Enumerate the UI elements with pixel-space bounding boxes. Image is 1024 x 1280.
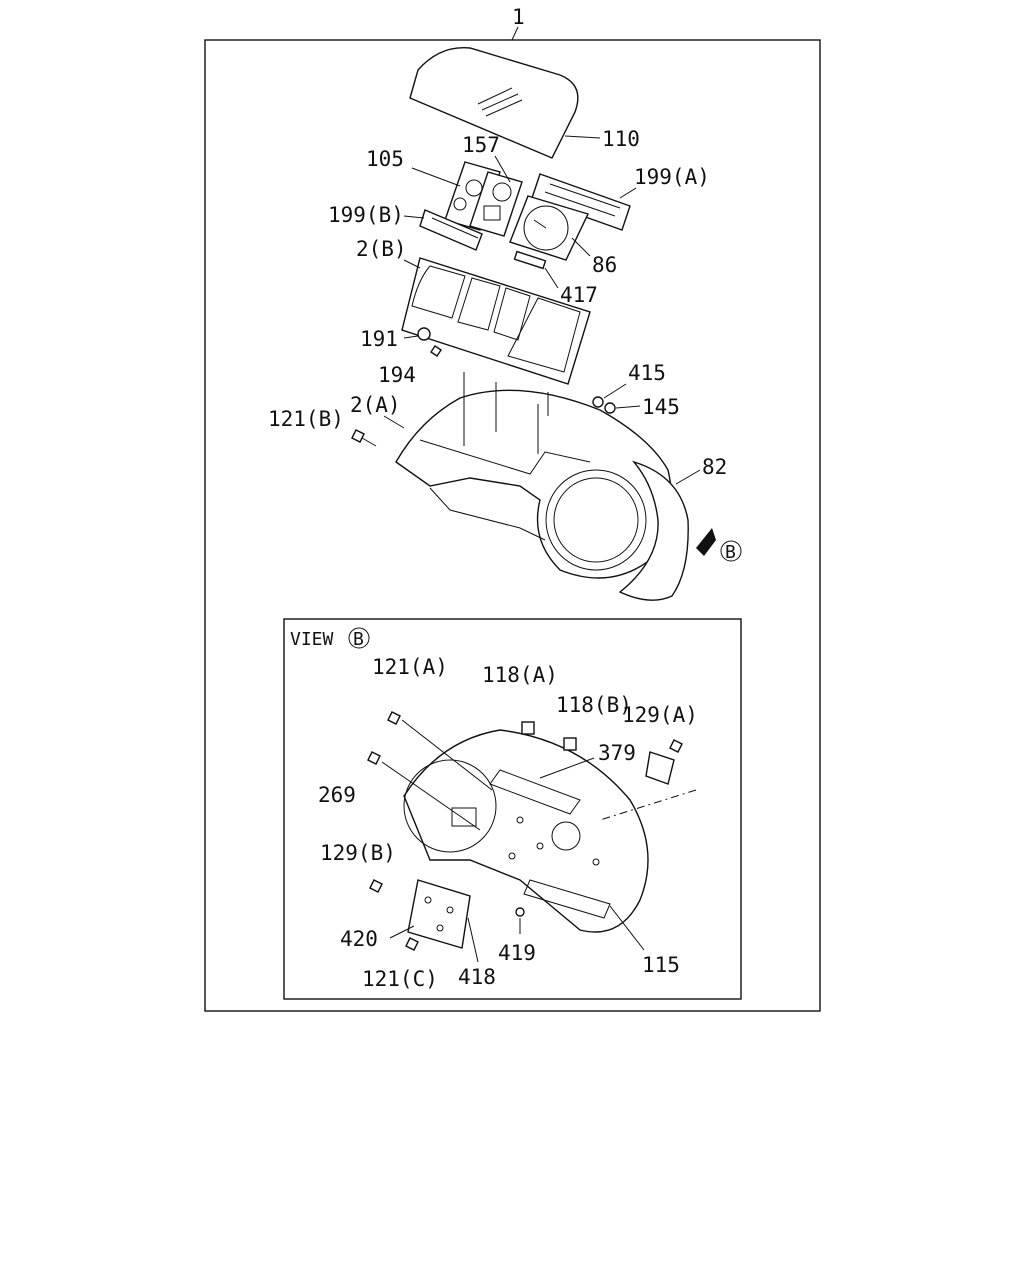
leader-2b [403, 259, 421, 269]
callout-379: 379 [598, 741, 636, 765]
callout-199a: 199(A) [634, 165, 710, 189]
screw-121b-part [351, 429, 365, 443]
view-b-title-letter: B [353, 629, 364, 650]
callout-121c: 121(C) [362, 967, 438, 991]
screw-121a-part [387, 711, 401, 725]
socket-415-part [592, 396, 604, 408]
leader-82 [675, 469, 701, 485]
screw-129a-part [669, 739, 683, 753]
screw-129b-part [369, 879, 383, 893]
callout-118b: 118(B) [556, 693, 632, 717]
indicator-strip-199b-part [419, 209, 483, 251]
view-b-marker-letter: B [725, 542, 736, 563]
leader-418 [467, 917, 479, 963]
callout-121a: 121(A) [372, 655, 448, 679]
callout-420: 420 [340, 927, 378, 951]
callout-415: 415 [628, 361, 666, 385]
plate-418-part [407, 879, 471, 949]
callout-129a: 129(A) [622, 703, 698, 727]
callout-129b: 129(B) [320, 841, 396, 865]
view-b-arrow-icon [696, 528, 716, 556]
assembly-leader [511, 26, 519, 41]
screw-269-part [367, 751, 381, 765]
view-b-marker-circle [720, 540, 742, 562]
callout-419: 419 [498, 941, 536, 965]
socket-145-part [604, 402, 616, 414]
callout-121b: 121(B) [268, 407, 344, 431]
screw-121b-shank [361, 437, 377, 447]
leader-191 [403, 335, 419, 339]
clip-419-part [515, 907, 525, 917]
callout-191: 191 [360, 327, 398, 351]
callout-157: 157 [462, 133, 500, 157]
nut-118a-part [521, 721, 535, 735]
callout-269: 269 [318, 783, 356, 807]
callout-118a: 118(A) [482, 663, 558, 687]
leader-2a [383, 415, 405, 429]
leader-86 [571, 237, 591, 257]
rear-printed-circuit-part [403, 729, 649, 933]
callout-2b: 2(B) [356, 237, 407, 261]
glass-lens-part [409, 46, 579, 159]
callout-110: 110 [602, 127, 640, 151]
callout-199b: 199(B) [328, 203, 404, 227]
screw-191-part [417, 327, 431, 341]
bracket-129a-part [645, 751, 675, 785]
callout-2a: 2(A) [350, 393, 401, 417]
nut-118b-part [563, 737, 577, 751]
gauge-157-part [469, 171, 523, 237]
case-2a-part [395, 372, 673, 579]
leader-145 [615, 405, 641, 409]
callout-194: 194 [378, 363, 416, 387]
hood-82-part [618, 460, 689, 601]
callout-418: 418 [458, 965, 496, 989]
indicator-strip-199a-part [531, 173, 631, 231]
callout-82: 82 [702, 455, 727, 479]
leader-379 [539, 757, 595, 779]
leader-121a [401, 719, 493, 791]
leader-199a [619, 187, 637, 199]
leader-417 [544, 267, 559, 289]
screw-121c-part [405, 937, 419, 951]
leader-115 [609, 905, 645, 951]
view-b-title-circle [348, 627, 370, 649]
callout-417: 417 [560, 283, 598, 307]
leader-105 [411, 167, 461, 187]
leader-415 [603, 383, 627, 399]
speedometer-face-part [509, 195, 589, 261]
callout-105: 105 [366, 147, 404, 171]
view-b-title: VIEW [290, 629, 334, 650]
callout-145: 145 [642, 395, 680, 419]
screw-194-part [430, 345, 442, 357]
leader-157 [494, 155, 511, 183]
leader-269 [381, 761, 481, 831]
view-b-inset-frame [283, 618, 742, 1000]
facia-2b-part [401, 257, 591, 385]
bulb-417-part [513, 250, 547, 270]
callout-86: 86 [592, 253, 617, 277]
leader-420 [389, 925, 415, 939]
leader-110 [564, 135, 601, 139]
leader-199b [403, 215, 425, 219]
callout-1: 1 [512, 5, 525, 29]
callout-115: 115 [642, 953, 680, 977]
